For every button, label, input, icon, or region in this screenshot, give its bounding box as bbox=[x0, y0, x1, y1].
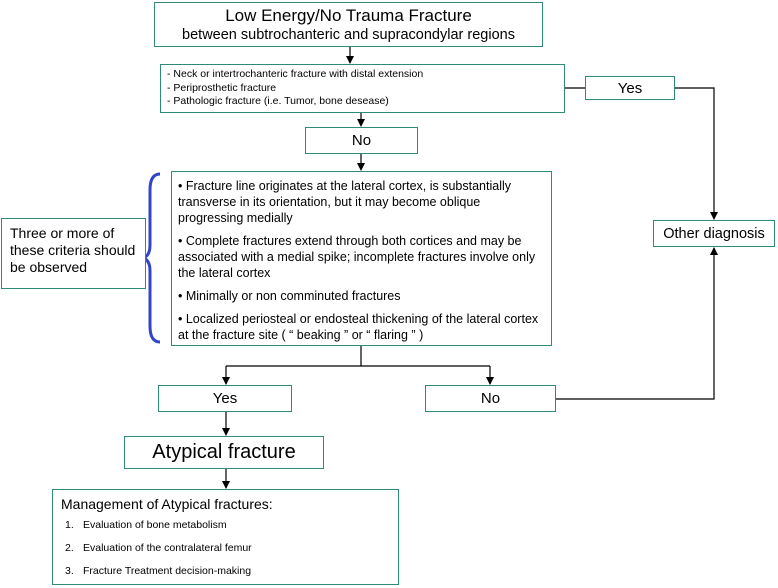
atypical-fracture-node: Atypical fracture bbox=[124, 436, 324, 469]
criteria-item: • Fracture line originates at the latera… bbox=[178, 179, 512, 225]
other-diagnosis-node: Other diagnosis bbox=[653, 220, 775, 247]
criteria-count-note: Three or more of these criteria should b… bbox=[1, 218, 146, 289]
management-item-text: Fracture Treatment decision-making bbox=[83, 565, 252, 577]
atypical-criteria-node: • Fracture line originates at the latera… bbox=[171, 171, 552, 346]
exclusion-item: - Neck or intertrochanteric fracture wit… bbox=[167, 68, 424, 80]
exclusion-item: - Periprosthetic fracture bbox=[167, 81, 277, 94]
management-title: Management of Atypical fractures: bbox=[61, 496, 273, 512]
management-item: 1. Evaluation of bone metabolism bbox=[65, 519, 390, 532]
arrow-no-to-other-diagnosis bbox=[556, 247, 718, 400]
yes-exclusion-label: Yes bbox=[617, 79, 643, 97]
criteria-item: • Minimally or non comminuted fractures bbox=[178, 289, 401, 303]
no-criteria-label: No bbox=[480, 390, 501, 407]
other-diagnosis-label: Other diagnosis bbox=[663, 225, 765, 242]
management-item-number: 2. bbox=[65, 542, 74, 554]
no-criteria-node: No bbox=[425, 385, 556, 412]
exclusion-item: - Pathologic fracture (i.e. Tumor, bone … bbox=[167, 95, 389, 107]
yes-exclusion-node: Yes bbox=[585, 76, 675, 100]
management-item: 2. Evaluation of the contralateral femur bbox=[65, 542, 390, 555]
start-node: Low Energy/No Trauma Fracture between su… bbox=[154, 2, 543, 47]
management-item-number: 1. bbox=[65, 519, 74, 531]
exclusion-criteria-node: - Neck or intertrochanteric fracture wit… bbox=[160, 64, 565, 113]
management-item-number: 3. bbox=[65, 565, 74, 577]
criteria-count-text: Three or more of these criteria should b… bbox=[10, 225, 136, 275]
start-subtitle: between subtrochanteric and supracondyla… bbox=[182, 26, 515, 43]
criteria-item: • Localized periosteal or endosteal thic… bbox=[178, 312, 539, 342]
start-title: Low Energy/No Trauma Fracture bbox=[225, 5, 472, 25]
management-node: Management of Atypical fractures: 1. Eval… bbox=[52, 489, 399, 585]
yes-criteria-node: Yes bbox=[158, 385, 292, 412]
criteria-item: • Complete fractures extend through both… bbox=[178, 234, 536, 280]
arrow-yes-to-other-diagnosis bbox=[675, 87, 718, 220]
atypical-fracture-label: Atypical fracture bbox=[152, 441, 296, 463]
management-item: 3. Fracture Treatment decision-making bbox=[65, 565, 390, 578]
no-exclusion-node: No bbox=[305, 127, 418, 154]
yes-criteria-label: Yes bbox=[212, 390, 238, 407]
no-exclusion-label: No bbox=[351, 132, 372, 149]
management-item-text: Evaluation of the contralateral femur bbox=[83, 542, 252, 554]
management-item-text: Evaluation of bone metabolism bbox=[83, 519, 227, 531]
